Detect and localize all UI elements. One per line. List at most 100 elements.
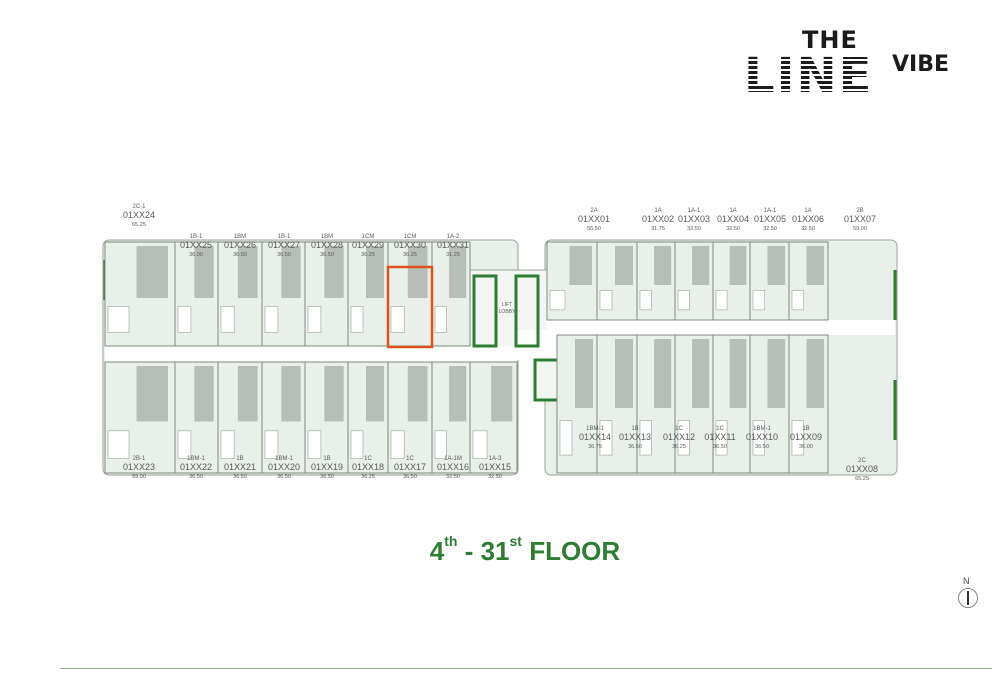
- bottom-left-room-01XX16: [449, 366, 467, 422]
- top-left-01XX25-area-label: 36.00: [189, 252, 203, 258]
- bottom-left-01XX16-type-label: 1A-1M: [444, 456, 462, 462]
- top-right-01XX01-code-label: 01XX01: [578, 214, 610, 224]
- top-right-room-01XX04: [692, 246, 710, 285]
- top-right-01XX05-area-label: 32.50: [763, 226, 777, 232]
- top-right-room-01XX02: [615, 246, 633, 285]
- bottom-left-room-01XX19: [324, 366, 344, 422]
- bottom-left-room-01XX22: [194, 366, 214, 422]
- brand-logo: THE LINE VIBE: [740, 24, 980, 104]
- top-left-01XX27-area-label: 36.50: [277, 252, 291, 258]
- top-right-01XX01-area-label: 56.50: [587, 226, 601, 232]
- top-right-01XX05-code-label: 01XX05: [754, 214, 786, 224]
- top-right-01XX02-area-label: 31.75: [651, 226, 665, 232]
- top-left-01XX26-area-label: 36.50: [233, 252, 247, 258]
- top-left-bath-01XX31: [434, 306, 447, 333]
- top-right-01XX05-type-label: 1A-1: [764, 208, 777, 214]
- bottom-right-bath-01XX14: [559, 420, 573, 456]
- bottom-left-01XX18-type-label: 1C: [364, 456, 372, 462]
- north-label: N: [963, 576, 970, 586]
- top-right-01XX03-type-label: 1A-1: [688, 208, 701, 214]
- top-right-bath-01XX03: [639, 290, 652, 311]
- bottom-left-01XX17-code-label: 01XX17: [394, 462, 426, 472]
- bottom-right-room-01XX09: [767, 339, 786, 408]
- lift-shaft-left: [472, 274, 498, 348]
- bottom-right-bath-01XX09: [752, 420, 765, 456]
- bottom-left-room-01XX23: [136, 366, 168, 422]
- bottom-left-01XX16-area-label: 32.50: [446, 474, 460, 480]
- highlighted-unit-01XX30: [386, 265, 434, 349]
- bottom-left-bath-01XX21: [220, 430, 235, 459]
- bottom-right-bath-01XX11: [677, 420, 690, 456]
- top-right-01XX04-area-label: 32.50: [726, 226, 740, 232]
- top-left-bath-01XX25: [177, 306, 192, 333]
- top-left-01XX31-area-label: 31.25: [446, 252, 460, 258]
- top-left-room-01XX28: [324, 246, 344, 298]
- top-right-bath-01XX02: [599, 290, 613, 311]
- compass-circle: [958, 588, 978, 608]
- lift-lobby-label: LOBBY: [499, 309, 516, 315]
- floor-start-suffix: th: [444, 533, 458, 550]
- bottom-left-01XX17-type-label: 1C: [406, 456, 414, 462]
- top-right-01XX04-type-label: 1A: [729, 208, 736, 214]
- bottom-left-01XX15-area-label: 32.50: [488, 474, 502, 480]
- top-left-01XX29-area-label: 36.25: [361, 252, 375, 258]
- top-left-bath-01XX26: [220, 306, 235, 333]
- logo-vibe: VIBE: [892, 52, 950, 77]
- bottom-left-01XX19-area-label: 36.50: [320, 474, 334, 480]
- logo-line: LINE: [744, 48, 874, 104]
- plan-labels: 2C-101XX2465.251B-101XX2536.001BM01XX263…: [123, 204, 878, 482]
- bottom-right-01XX13-area-label: 36.50: [628, 444, 642, 450]
- bottom-left-room-01XX18: [366, 366, 384, 422]
- bottom-left-01XX22-type-label: 1BM-1: [187, 456, 205, 462]
- top-left-01XX27-type-label: 1B-1: [278, 234, 291, 240]
- right-corridor: [547, 320, 895, 335]
- top-left-room-01XX31: [449, 246, 467, 298]
- bottom-left-bath-01XX18: [350, 430, 364, 459]
- top-left-01XX25-type-label: 1B-1: [190, 234, 203, 240]
- top-right-01XX06-area-label: 32.50: [801, 226, 815, 232]
- bottom-left-room-01XX20: [281, 366, 301, 422]
- top-left-01XX25-code-label: 01XX25: [180, 240, 212, 250]
- bottom-left-01XX20-area-label: 36.50: [277, 474, 291, 480]
- logo-the: THE: [802, 26, 858, 54]
- bottom-left-01XX21-type-label: 1B: [236, 456, 243, 462]
- bottom-right-room-01XX14: [575, 339, 593, 408]
- bottom-right-01XX09-type-label: 1B: [802, 426, 809, 432]
- bottom-right-01XX10-area-label: 36.50: [755, 444, 769, 450]
- bottom-right-01XX08-type-label: 2C: [858, 458, 866, 464]
- bottom-divider: [60, 668, 992, 669]
- top-right-room-01XX05: [729, 246, 747, 285]
- bottom-right-bath-01XX12: [639, 420, 652, 456]
- bottom-right-bath-01XX13: [599, 420, 613, 456]
- top-right-bath-01XX05: [715, 290, 728, 311]
- top-left-bath-01XX24: [107, 306, 130, 333]
- top-right-01XX06-code-label: 01XX06: [792, 214, 824, 224]
- bottom-left-01XX21-area-label: 36.50: [233, 474, 247, 480]
- bottom-left-01XX20-code-label: 01XX20: [268, 462, 300, 472]
- bottom-right-01XX10-code-label: 01XX10: [746, 432, 778, 442]
- bottom-right-01XX08-area-label: 65.25: [855, 476, 869, 482]
- top-left-01XX31-code-label: 01XX31: [437, 240, 469, 250]
- bottom-right-room-01XX08: [806, 339, 825, 408]
- top-right-01XX03-area-label: 32.50: [687, 226, 701, 232]
- top-left-01XX30-type-label: 1CM: [404, 234, 417, 240]
- bottom-left-01XX21-code-label: 01XX21: [224, 462, 256, 472]
- top-right-01XX07-code-label: 01XX07: [844, 214, 876, 224]
- top-right-01XX07-area-label: 59.00: [853, 226, 867, 232]
- bottom-right-01XX13-type-label: 1B: [631, 426, 638, 432]
- top-left-bath-01XX30: [390, 306, 405, 333]
- top-left-room-01XX24: [136, 246, 168, 298]
- top-left-room-01XX30: [407, 246, 428, 298]
- bottom-left-01XX19-code-label: 01XX19: [311, 462, 343, 472]
- floor-dash: -: [457, 536, 481, 566]
- bottom-left-01XX22-code-label: 01XX22: [180, 462, 212, 472]
- top-right-room-01XX03: [654, 246, 672, 285]
- top-right-01XX03-code-label: 01XX03: [678, 214, 710, 224]
- top-left-room-01XX27: [281, 246, 301, 298]
- top-right-01XX07-type-label: 2B: [856, 208, 863, 214]
- bottom-right-room-01XX13: [615, 339, 633, 408]
- top-left-01XX29-code-label: 01XX29: [352, 240, 384, 250]
- bottom-right-01XX09-area-label: 36.00: [799, 444, 813, 450]
- bottom-right-01XX08-code-label: 01XX08: [846, 464, 878, 474]
